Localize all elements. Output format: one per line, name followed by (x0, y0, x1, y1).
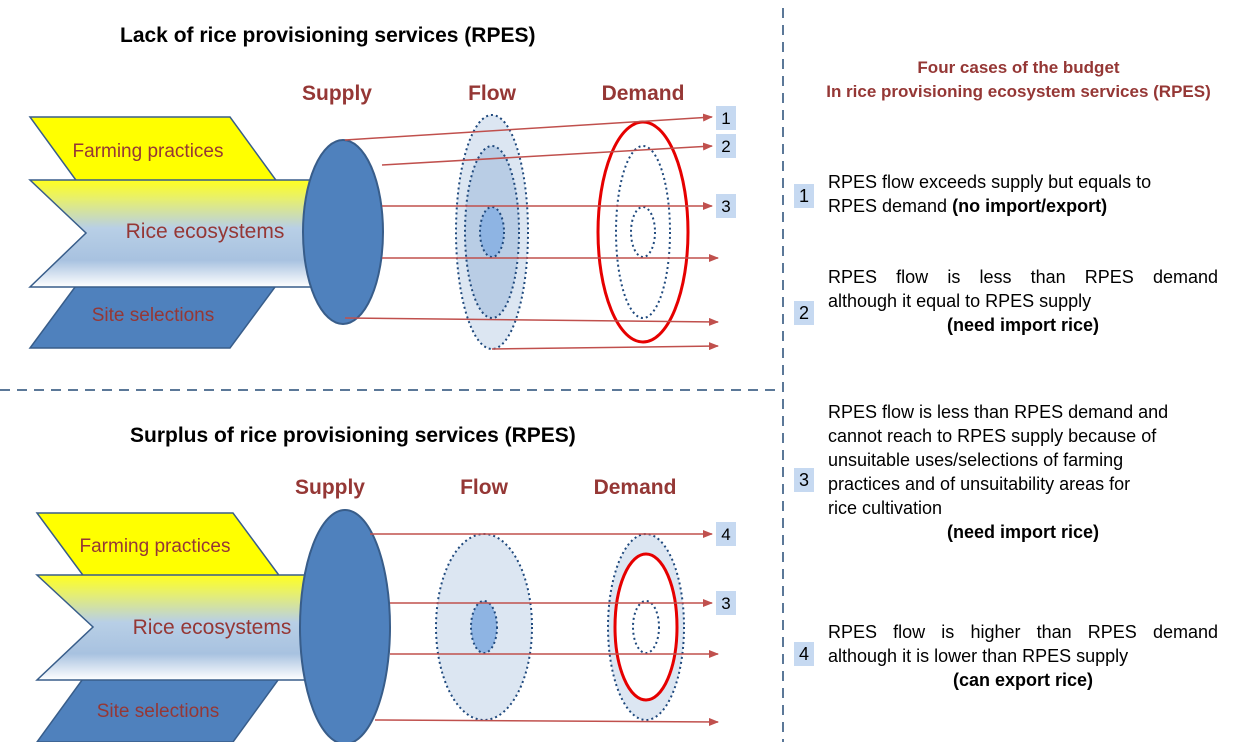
bottom-supply-disc (299, 509, 391, 742)
top-demand-header: Demand (602, 82, 685, 105)
case-3-badge: 3 (794, 468, 814, 492)
bottom-panel-title: Surplus of rice provisioning services (R… (130, 424, 576, 447)
bottom-site-label: Site selections (97, 701, 220, 722)
top-rice-label: Rice ecosystems (126, 220, 285, 243)
case-3-line3: unsuitable uses/selections of farming (828, 450, 1124, 470)
bottom-flow-inner (470, 600, 498, 654)
case-3-line2: cannot reach to RPES supply because of (828, 426, 1157, 446)
bottom-rice-label: Rice ecosystems (133, 616, 292, 639)
case-2-badge: 2 (794, 301, 814, 325)
case-3-line1: RPES flow is less than RPES demand and (828, 402, 1169, 422)
case-3-note: (need import rice) (946, 522, 1100, 542)
top-marker-1-box (716, 106, 736, 130)
bottom-marker-4: 4 (721, 525, 730, 544)
bottom-demand-inner (632, 600, 660, 654)
top-panel: Lack of rice provisioning services (RPES… (28, 24, 736, 351)
case-4-line2: although it is lower than RPES supply (828, 646, 1129, 666)
case-2-line2: although it equal to RPES supply (828, 291, 1092, 311)
case-1-line2: RPES demand (no import/export) (828, 196, 1108, 216)
bottom-rice-ecosystems-block (35, 574, 353, 681)
case-4-line1: RPES flow is higher than RPES demand (828, 622, 1218, 642)
top-site-label: Site selections (92, 305, 215, 326)
top-marker-1: 1 (721, 109, 730, 128)
top-rice-ecosystems-block (28, 179, 346, 288)
top-flow-header: Flow (468, 82, 516, 105)
top-supply-disc (302, 139, 384, 325)
bottom-demand-ring (613, 552, 679, 702)
case-1-line1: RPES flow exceeds supply but equals to (828, 172, 1152, 192)
case-3-line4: practices and of unsuitability areas for (828, 474, 1131, 494)
case-4-note: (can export rice) (952, 670, 1094, 690)
top-arrow-1 (344, 113, 713, 141)
top-farming-label: Farming practices (73, 141, 224, 162)
bottom-supply-header: Supply (295, 476, 365, 499)
top-supply-header: Supply (302, 82, 372, 105)
bottom-marker-3-box (716, 591, 736, 615)
top-arrow-6 (491, 342, 719, 351)
case-1-badge: 1 (794, 184, 814, 208)
bottom-panel: Surplus of rice provisioning services (R… (35, 424, 736, 742)
legend-title-line1: Four cases of the budget (917, 58, 1120, 77)
top-demand-inner (630, 206, 656, 258)
case-1-line2-bold: (no import/export) (952, 196, 1108, 216)
bottom-demand-header: Demand (594, 476, 677, 499)
top-demand-middle (615, 145, 671, 319)
case-4-badge: 4 (794, 642, 814, 666)
bottom-arrow-4 (374, 717, 719, 726)
top-marker-3: 3 (721, 197, 730, 216)
bottom-marker-4-box (716, 522, 736, 546)
top-marker-2: 2 (721, 137, 730, 156)
bottom-marker-3: 3 (721, 594, 730, 613)
top-panel-title: Lack of rice provisioning services (RPES… (120, 24, 535, 47)
case-3-text: RPES flow is less than RPES demand and c… (828, 400, 1218, 544)
top-flow-inner (479, 206, 505, 258)
top-arrow-5 (344, 317, 719, 326)
bottom-flow-header: Flow (460, 476, 508, 499)
top-marker-2-box (716, 134, 736, 158)
top-demand-ring (596, 120, 690, 344)
case-2-line1: RPES flow is less than RPES demand (828, 267, 1218, 287)
case-1-text: RPES flow exceeds supply but equals to R… (828, 170, 1228, 218)
legend-title-line2: In rice provisioning ecosystem services … (826, 82, 1211, 101)
legend-panel: Four cases of the budget In rice provisi… (790, 0, 1247, 742)
case-3-line5: rice cultivation (828, 498, 943, 518)
bottom-farming-label: Farming practices (80, 536, 231, 557)
case-2-note: (need import rice) (946, 315, 1100, 335)
case-4-text: RPES flow is higher than RPES demand alt… (828, 620, 1218, 692)
top-arrow-2 (381, 142, 713, 166)
case-2-text: RPES flow is less than RPES demand altho… (828, 265, 1218, 337)
top-marker-3-box (716, 194, 736, 218)
